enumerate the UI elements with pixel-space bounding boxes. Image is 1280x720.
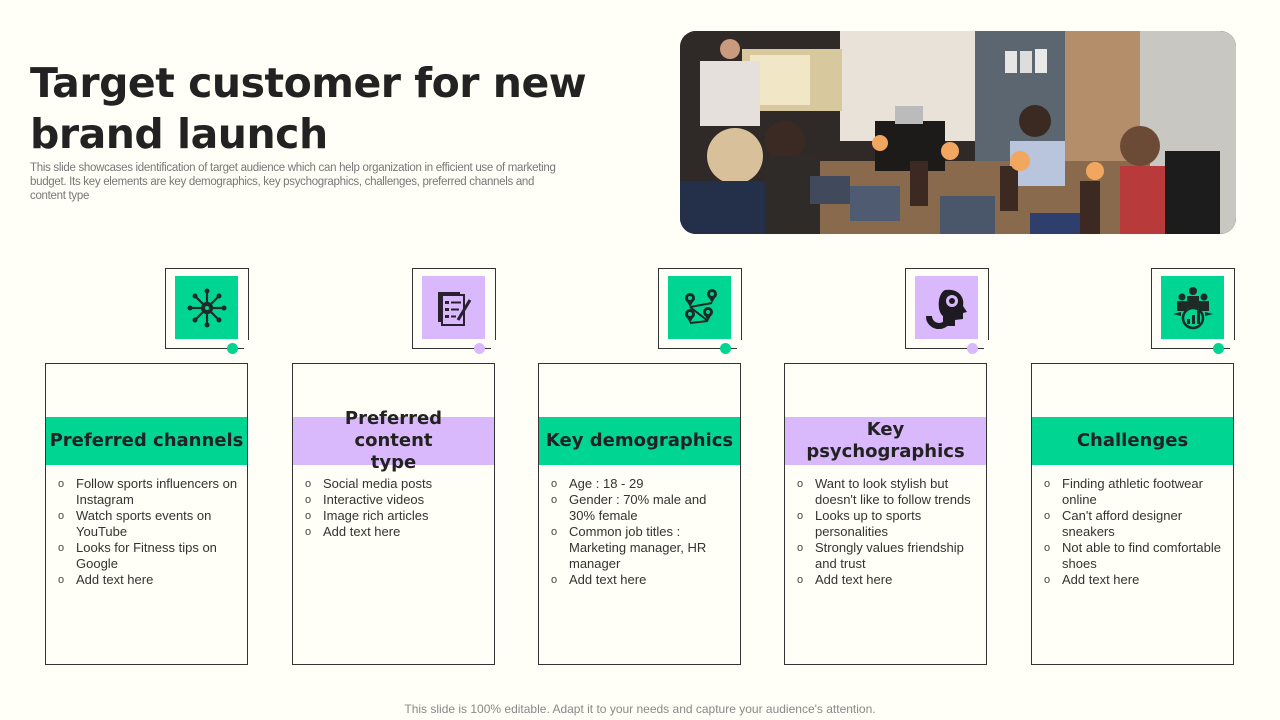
team-growth-chart-icon [1161,276,1224,339]
card-title: Preferred channels [46,417,247,465]
location-pins-icon [668,276,731,339]
connector-dot [720,343,731,354]
slide-title: Target customer for new brand launch [30,59,587,158]
document-edit-icon [422,276,485,339]
list-item: Age : 18 - 29 [551,476,732,492]
card-title: Preferred content type [293,408,494,473]
meeting-photo [680,31,1236,234]
card-list: Follow sports influencers on Instagram W… [58,476,239,588]
list-item: Gender : 70% male and 30% female [551,492,732,524]
list-item: Image rich articles [305,508,486,524]
card-key-demographics: Key demographics Age : 18 - 29 Gender : … [538,363,741,665]
card-list: Social media posts Interactive videos Im… [305,476,486,540]
card-title: Key psychographics [785,417,986,465]
list-item: Add text here [58,572,239,588]
card-preferred-content-type: Preferred content type Social media post… [292,363,495,665]
head-mind-icon [915,276,978,339]
connector-dot [1213,343,1224,354]
card-challenges: Challenges Finding athletic footwear onl… [1031,363,1234,665]
list-item: Can't afford designer sneakers [1044,508,1225,540]
icon-frame-key-demographics [658,268,743,354]
list-item: Add text here [305,524,486,540]
list-item: Watch sports events on YouTube [58,508,239,540]
card-title: Key demographics [539,417,740,465]
icon-frame-key-psychographics [905,268,990,354]
list-item: Looks up to sports personalities [797,508,978,540]
card-title: Challenges [1032,417,1233,465]
card-list: Finding athletic footwear online Can't a… [1044,476,1225,588]
card-key-psychographics: Key psychographics Want to look stylish … [784,363,987,665]
card-list: Want to look stylish but doesn't like to… [797,476,978,588]
list-item: Interactive videos [305,492,486,508]
connector-dot [474,343,485,354]
connector-dot [967,343,978,354]
card-preferred-channels: Preferred channels Follow sports influen… [45,363,248,665]
icon-frame-challenges [1151,268,1236,354]
list-item: Add text here [797,572,978,588]
card-list: Age : 18 - 29 Gender : 70% male and 30% … [551,476,732,588]
list-item: Add text here [551,572,732,588]
list-item: Add text here [1044,572,1225,588]
network-hub-icon [175,276,238,339]
connector-dot [227,343,238,354]
list-item: Strongly values friendship and trust [797,540,978,572]
icon-frame-preferred-channels [165,268,250,354]
list-item: Common job titles : Marketing manager, H… [551,524,732,572]
list-item: Social media posts [305,476,486,492]
icon-frame-preferred-content-type [412,268,497,354]
list-item: Want to look stylish but doesn't like to… [797,476,978,508]
footer-note: This slide is 100% editable. Adapt it to… [404,702,876,716]
slide-subtitle: This slide showcases identification of t… [30,162,556,202]
list-item: Not able to find comfortable shoes [1044,540,1225,572]
list-item: Looks for Fitness tips on Google [58,540,239,572]
list-item: Finding athletic footwear online [1044,476,1225,508]
list-item: Follow sports influencers on Instagram [58,476,239,508]
